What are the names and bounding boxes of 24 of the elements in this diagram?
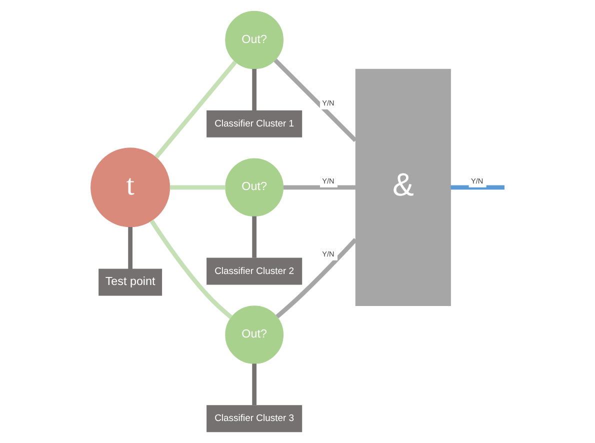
node-circle: Out? bbox=[224, 306, 283, 364]
connector bbox=[273, 58, 357, 142]
connector bbox=[149, 219, 232, 320]
node-box: & bbox=[354, 68, 450, 306]
connector bbox=[169, 185, 225, 190]
node-box: Classifier Cluster 3 bbox=[206, 405, 302, 432]
connector bbox=[275, 238, 357, 318]
edge-label: Y/N bbox=[322, 98, 334, 108]
connector bbox=[128, 226, 132, 270]
connector bbox=[252, 364, 256, 406]
node-circle: t bbox=[90, 148, 170, 228]
edge-label: Y/N bbox=[470, 176, 483, 186]
edge-label: Y/N bbox=[322, 176, 334, 186]
node-box: Classifier Cluster 1 bbox=[206, 110, 302, 138]
node-box: Test point bbox=[98, 268, 162, 296]
node-circle: Out? bbox=[224, 10, 283, 70]
connector bbox=[450, 185, 504, 190]
connector bbox=[154, 60, 236, 159]
connector bbox=[252, 216, 256, 258]
edge-label: Y/N bbox=[322, 249, 334, 258]
connector bbox=[252, 68, 256, 110]
connector bbox=[282, 185, 356, 190]
node-circle: Out? bbox=[224, 158, 283, 217]
node-box: Classifier Cluster 2 bbox=[206, 258, 302, 285]
